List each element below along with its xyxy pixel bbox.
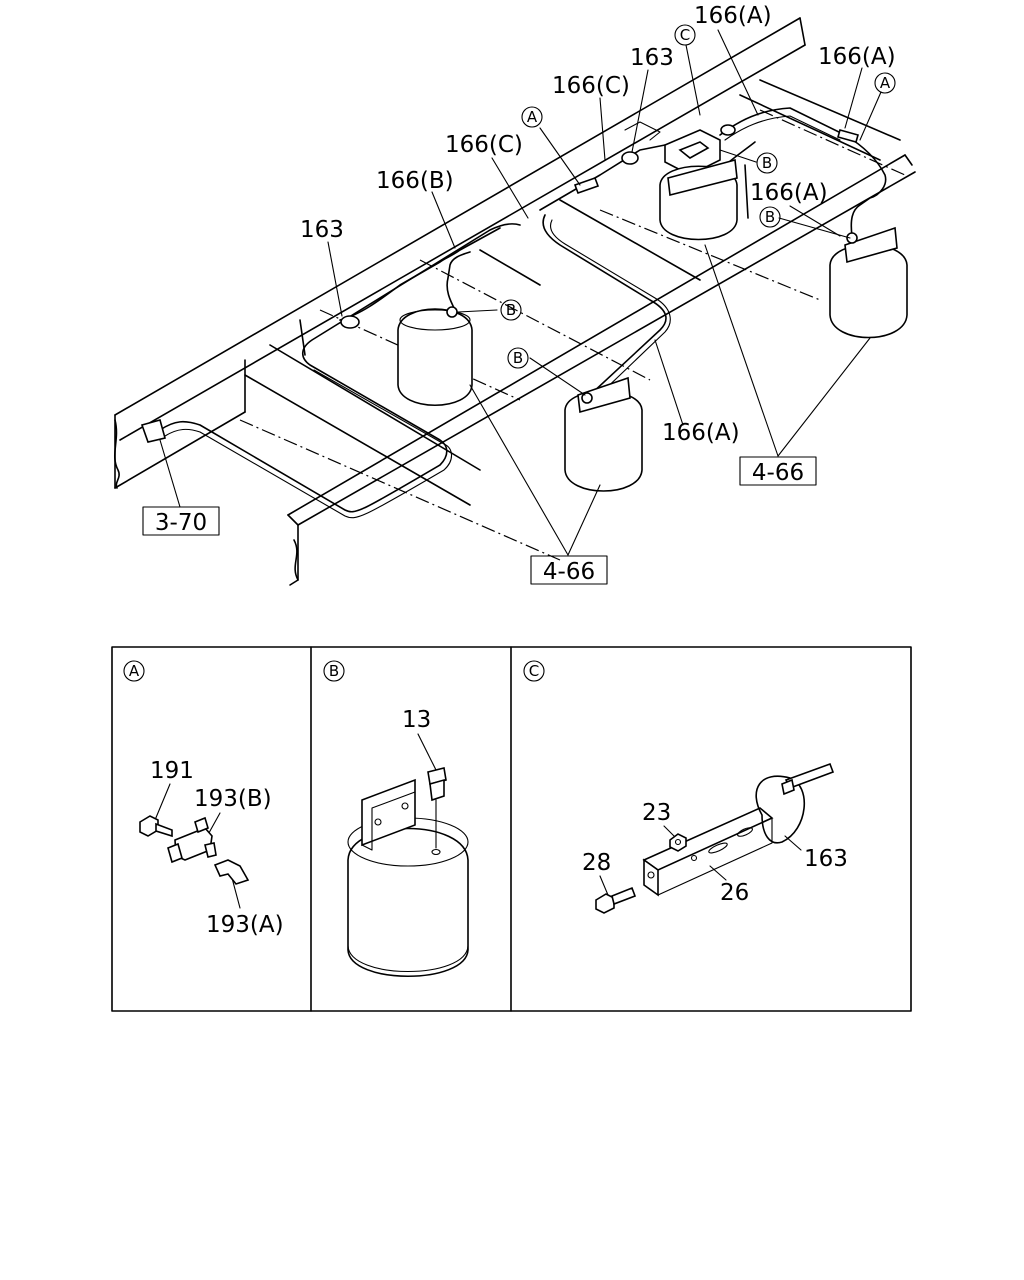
svg-text:4-66: 4-66 (752, 460, 804, 486)
detail-b-panel: B 13 (323, 660, 469, 978)
label-166a-topright: 166(A) (818, 44, 896, 70)
svg-text:B: B (513, 349, 523, 367)
callout-a-2: A (874, 72, 896, 94)
svg-text:4-66: 4-66 (543, 559, 595, 585)
detail-a-tag: A (123, 660, 145, 682)
label-163-detail: 163 (804, 846, 848, 872)
label-26: 26 (720, 880, 749, 906)
callout-b-1: B (756, 152, 778, 174)
label-193a: 193(A) (206, 912, 284, 938)
svg-text:B: B (762, 154, 772, 172)
label-23: 23 (642, 800, 671, 826)
svg-text:A: A (129, 662, 140, 680)
air-spring-rear-right (829, 226, 908, 339)
label-163-left: 163 (300, 217, 344, 243)
svg-text:A: A (527, 108, 538, 126)
ref-box-4-66-left: 4-66 (530, 555, 608, 585)
label-13: 13 (402, 707, 431, 733)
detail-panels-frame (111, 646, 912, 1012)
ref-box-4-66-right: 4-66 (739, 456, 817, 486)
svg-text:3-70: 3-70 (155, 510, 207, 536)
detail-c-panel: C 23 28 26 163 (523, 660, 848, 914)
label-166a-right: 166(A) (750, 180, 828, 206)
callout-b-3: B (500, 299, 522, 321)
svg-text:B: B (329, 662, 339, 680)
svg-text:B: B (506, 301, 516, 319)
label-163-top: 163 (630, 45, 674, 71)
detail-a-panel: A 191 193(B) 193(A) (123, 660, 284, 938)
callout-a-1: A (521, 106, 543, 128)
detail-c-tag: C (523, 660, 545, 682)
air-spring-left (397, 306, 473, 407)
callout-b-4: B (507, 347, 529, 369)
label-166c-1: 166(C) (552, 73, 630, 99)
detail-b-tag: B (323, 660, 345, 682)
leader-lines (159, 29, 882, 556)
svg-text:B: B (765, 208, 775, 226)
svg-text:A: A (880, 74, 891, 92)
air-spring-center (564, 376, 643, 492)
callout-b-2: B (759, 206, 781, 228)
label-166a-top: 166(A) (694, 3, 772, 29)
label-28: 28 (582, 850, 611, 876)
ref-box-3-70: 3-70 (142, 506, 220, 536)
svg-text:C: C (529, 662, 539, 680)
label-191: 191 (150, 758, 194, 784)
label-166b: 166(B) (376, 168, 454, 194)
label-166c-2: 166(C) (445, 132, 523, 158)
label-193b: 193(B) (194, 786, 272, 812)
svg-text:C: C (680, 26, 690, 44)
label-166a-mid: 166(A) (662, 420, 740, 446)
air-spring-rear (659, 158, 738, 241)
callout-c-1: C (674, 24, 696, 46)
